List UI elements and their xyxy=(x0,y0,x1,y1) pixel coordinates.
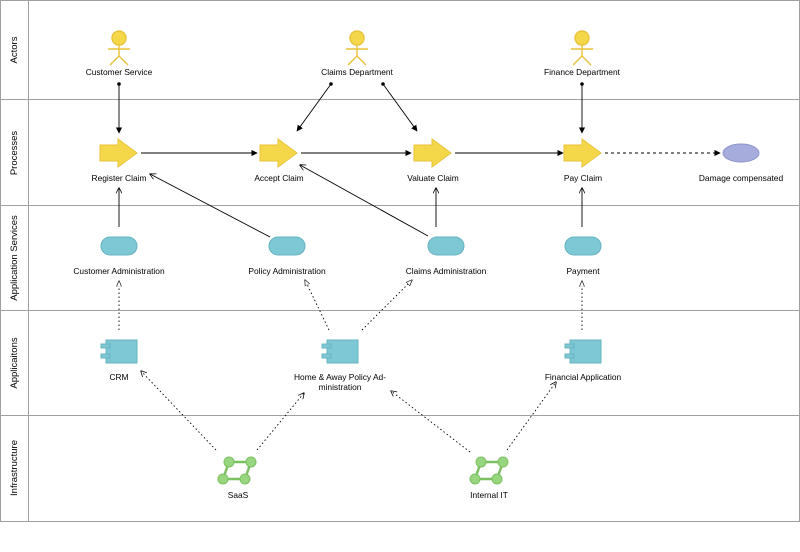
process-arrow-icon xyxy=(259,138,298,168)
actor-label: Finance Department xyxy=(544,67,621,77)
stick-figure-icon xyxy=(346,30,368,66)
connections xyxy=(119,82,721,453)
component-icon xyxy=(100,339,138,364)
lane-label-applications: Applicaitons xyxy=(9,337,20,388)
actor-claims-department[interactable]: Claims Department xyxy=(321,30,394,77)
service-label: Payment xyxy=(566,266,600,276)
network-icon xyxy=(469,456,509,485)
application-home-away-policy-administration[interactable]: Home & Away Policy Ad- ministration xyxy=(294,339,386,392)
assign-claims-valuate xyxy=(381,82,418,132)
application-label-line2: ministration xyxy=(319,382,362,392)
lane-label-infrastructure: Infrastructure xyxy=(9,440,20,496)
service-label: Claims Administration xyxy=(406,266,487,276)
actor-customer-service[interactable]: Customer Service xyxy=(86,30,153,77)
application-crm[interactable]: CRM xyxy=(100,339,138,382)
process-arrow-icon xyxy=(99,138,138,168)
service-claims-administration[interactable]: Claims Administration xyxy=(406,236,487,276)
realize-saas-crm xyxy=(141,371,217,451)
process-pay-claim[interactable]: Pay Claim xyxy=(563,138,602,183)
lane-label-actors: Actors xyxy=(9,36,20,63)
component-icon xyxy=(564,339,602,364)
process-valuate-claim[interactable]: Valuate Claim xyxy=(407,138,459,183)
node-label: Internal IT xyxy=(470,490,508,500)
process-label: Accept Claim xyxy=(254,173,303,183)
process-label: Pay Claim xyxy=(564,173,602,183)
service-customer-administration[interactable]: Customer Administration xyxy=(73,236,165,276)
service-pill-icon xyxy=(268,236,306,256)
lane-label-application-services: Application Services xyxy=(9,215,20,301)
process-label: Valuate Claim xyxy=(407,173,459,183)
serve-policy-admin-register xyxy=(150,174,271,238)
service-label: Customer Administration xyxy=(73,266,165,276)
application-label: CRM xyxy=(109,372,128,382)
assign-claims-accept xyxy=(296,82,333,132)
service-pill-icon xyxy=(427,236,465,256)
event-label: Damage compensated xyxy=(699,173,784,183)
realize-homeaway-claims-admin xyxy=(361,280,412,331)
network-icon xyxy=(217,456,257,485)
process-register-claim[interactable]: Register Claim xyxy=(92,138,147,183)
application-label-line1: Home & Away Policy Ad- xyxy=(294,372,386,382)
application-label: Financial Application xyxy=(545,372,622,382)
actor-label: Claims Department xyxy=(321,67,393,77)
service-payment[interactable]: Payment xyxy=(564,236,602,276)
service-pill-icon xyxy=(100,236,138,256)
application-financial-application[interactable]: Financial Application xyxy=(545,339,622,382)
node-label: SaaS xyxy=(228,490,249,500)
service-pill-icon xyxy=(564,236,602,256)
component-icon xyxy=(321,339,359,364)
stick-figure-icon xyxy=(571,30,593,66)
realize-saas-homeaway xyxy=(256,393,304,451)
process-label: Register Claim xyxy=(92,173,147,183)
actor-label: Customer Service xyxy=(86,67,153,77)
node-saas[interactable]: SaaS xyxy=(217,456,257,500)
actor-finance-department[interactable]: Finance Department xyxy=(544,30,621,77)
event-damage-compensated[interactable]: Damage compensated xyxy=(699,143,784,183)
realize-homeaway-policy-admin xyxy=(305,280,330,331)
process-arrow-icon xyxy=(413,138,452,168)
service-policy-administration[interactable]: Policy Administration xyxy=(248,236,326,276)
lane-label-processes: Processes xyxy=(9,131,20,176)
stick-figure-icon xyxy=(108,30,130,66)
swimlanes xyxy=(0,0,800,522)
process-accept-claim[interactable]: Accept Claim xyxy=(254,138,304,183)
serve-claims-admin-accept xyxy=(300,165,429,237)
node-internal-it[interactable]: Internal IT xyxy=(469,456,509,500)
realize-internal-it-homeaway xyxy=(391,391,471,453)
process-arrow-icon xyxy=(563,138,602,168)
event-ellipse-icon xyxy=(722,143,760,163)
service-label: Policy Administration xyxy=(248,266,326,276)
